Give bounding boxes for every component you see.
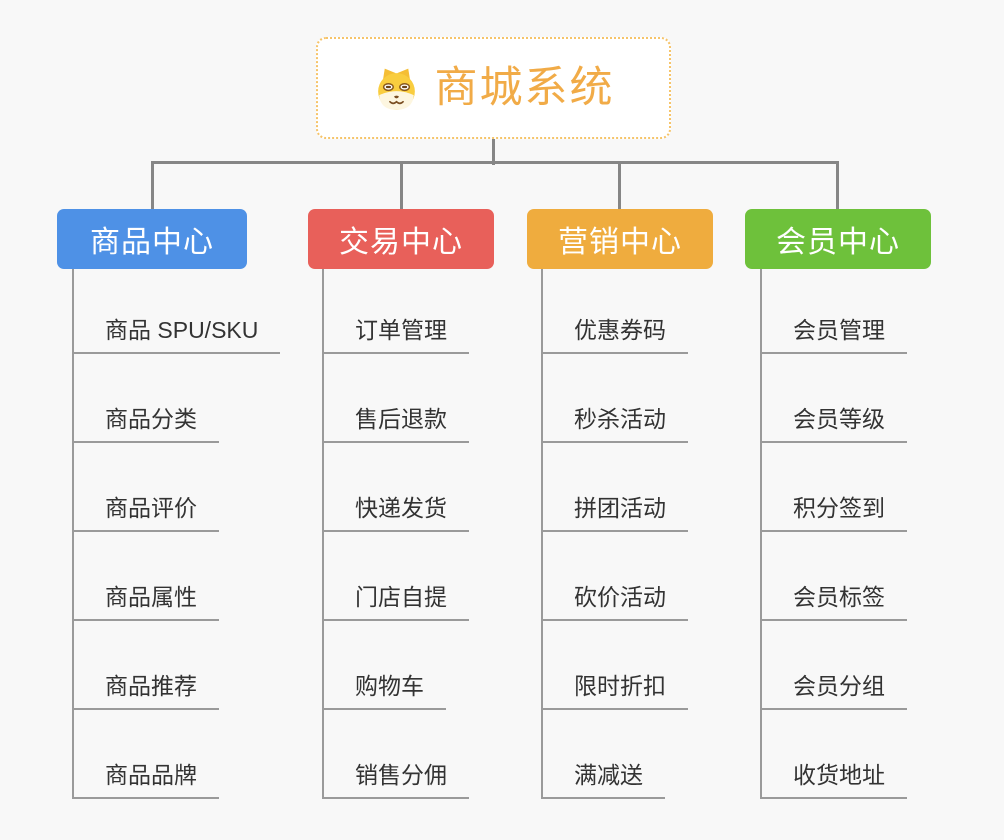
mindmap-node[interactable]: 拼团活动	[541, 486, 688, 532]
mindmap-node[interactable]: 订单管理	[322, 308, 469, 354]
branch-node-marketing-center[interactable]: 营销中心	[527, 209, 713, 269]
branch-children-trade-center: 订单管理 售后退款 快递发货 门店自提 购物车 销售分佣	[322, 269, 572, 799]
mindmap-node[interactable]: 商品推荐	[72, 664, 219, 710]
mindmap-node[interactable]: 会员等级	[760, 397, 907, 443]
mindmap-node[interactable]: 限时折扣	[541, 664, 688, 710]
mindmap-node[interactable]: 售后退款	[322, 397, 469, 443]
connector-horizontal	[151, 161, 839, 164]
connector-drop-trade	[400, 161, 403, 210]
connector-drop-marketing	[618, 161, 621, 210]
mindmap-node[interactable]: 优惠券码	[541, 308, 688, 354]
root-node[interactable]: 商城系统	[316, 37, 671, 139]
branch-node-product-center[interactable]: 商品中心	[57, 209, 247, 269]
mindmap-node[interactable]: 收货地址	[760, 753, 907, 799]
connector-drop-member	[836, 161, 839, 210]
mindmap-node[interactable]: 积分签到	[760, 486, 907, 532]
mindmap-node[interactable]: 商品评价	[72, 486, 219, 532]
mindmap-node[interactable]: 会员管理	[760, 308, 907, 354]
root-node-title: 商城系统	[434, 63, 615, 112]
branch-node-trade-center[interactable]: 交易中心	[308, 209, 494, 269]
branch-node-member-center[interactable]: 会员中心	[745, 209, 931, 269]
mindmap-node[interactable]: 砍价活动	[541, 575, 688, 621]
mindmap-node[interactable]: 门店自提	[322, 575, 469, 621]
branch-children-member-center: 会员管理 会员等级 积分签到 会员标签 会员分组 收货地址	[760, 269, 1004, 799]
branch-label: 商品中心	[90, 226, 214, 259]
branch-label: 交易中心	[339, 226, 463, 259]
mindmap-node[interactable]: 商品分类	[72, 397, 219, 443]
branch-label: 营销中心	[558, 226, 682, 259]
mindmap-node[interactable]: 秒杀活动	[541, 397, 688, 443]
mindmap-node[interactable]: 商品属性	[72, 575, 219, 621]
connector-drop-product	[151, 161, 154, 210]
mindmap-node[interactable]: 购物车	[322, 664, 446, 710]
connector-root-drop	[492, 139, 495, 165]
mindmap-node[interactable]: 商品 SPU/SKU	[72, 308, 281, 354]
mindmap-node[interactable]: 会员分组	[760, 664, 907, 710]
mindmap-node[interactable]: 快递发货	[322, 486, 469, 532]
mindmap-node[interactable]: 满减送	[541, 753, 665, 799]
dog-face-icon	[373, 65, 420, 112]
mindmap-node[interactable]: 销售分佣	[322, 753, 469, 799]
branch-label: 会员中心	[776, 226, 900, 259]
mindmap-node[interactable]: 商品品牌	[72, 753, 219, 799]
mindmap-node[interactable]: 会员标签	[760, 575, 907, 621]
branch-children-marketing-center: 优惠券码 秒杀活动 拼团活动 砍价活动 限时折扣 满减送	[541, 269, 791, 799]
branch-children-product-center: 商品 SPU/SKU 商品分类 商品评价 商品属性 商品推荐 商品品牌	[72, 269, 322, 799]
